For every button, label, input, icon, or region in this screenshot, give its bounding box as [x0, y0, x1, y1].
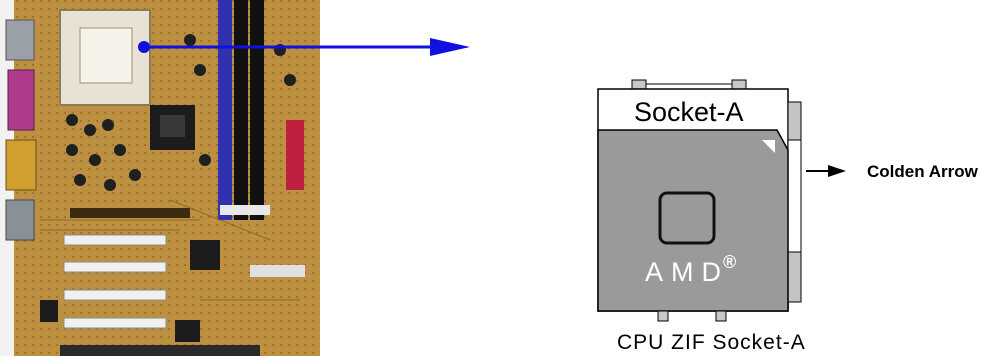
callout-arrowhead-icon	[828, 165, 846, 177]
cpu-brand: AMD	[645, 257, 729, 287]
socket-caption: CPU ZIF Socket-A	[617, 331, 806, 354]
callout-label: Colden Arrow	[867, 162, 979, 181]
socket-a-drawing: Socket-A AMD ®	[597, 79, 802, 322]
registered-mark: ®	[723, 252, 736, 272]
pointer-arrowhead	[430, 38, 470, 56]
motherboard-photo	[0, 0, 320, 356]
golden-arrow-marker	[762, 140, 775, 153]
amd-logo-icon	[658, 191, 716, 245]
socket-label: Socket-A	[634, 97, 744, 127]
